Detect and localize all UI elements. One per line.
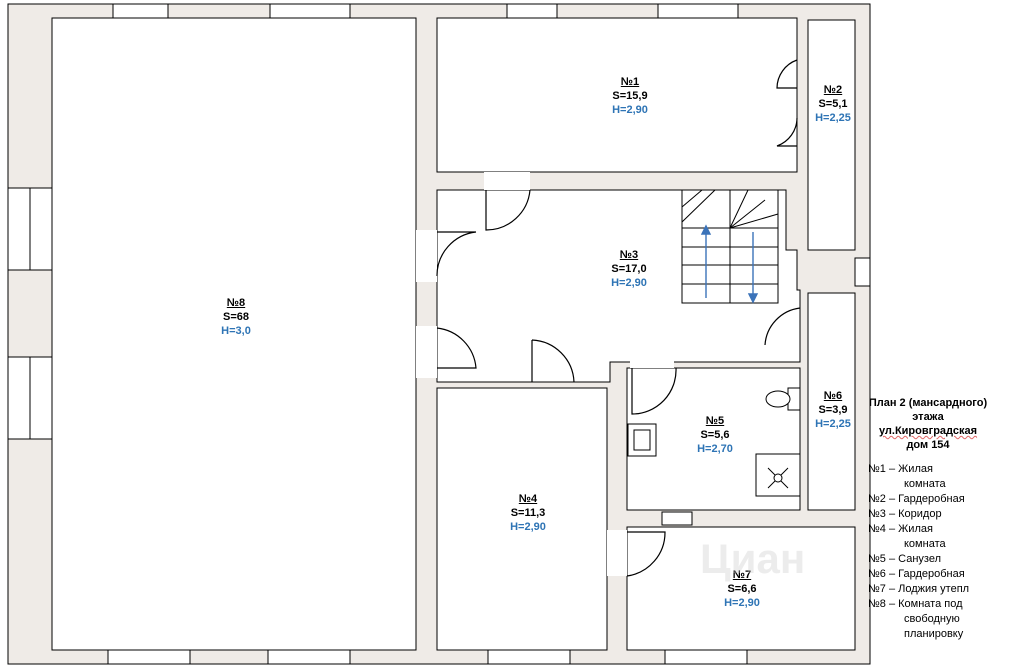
outer-wall [7,3,871,665]
legend-item: №7 – Лоджия утепл [868,582,1016,597]
room-number: №8 [226,297,246,309]
room-area: S=3,9 [818,404,848,416]
walls [7,3,871,665]
legend-item-line: №1 – Жилая [868,463,933,475]
legend-item-line: №2 – Гардеробная [868,493,965,505]
bathroom-fixtures [627,387,801,497]
legend-item-cont: комната [904,538,946,550]
legend-title-line: этажа [912,411,944,423]
room-area: S=11,3 [510,507,546,519]
room-height: H=2,90 [612,104,648,116]
room-label-5: №5 S=5,6 H=2,70 [675,414,755,456]
legend-item-line: №3 – Коридор [868,508,942,520]
room-number: №7 [732,569,752,581]
room-label-2: №2 S=5,1 H=2,25 [803,83,863,125]
window [664,649,748,665]
watermark: Циан [700,535,806,582]
room-height: H=2,90 [510,521,546,533]
room-number: №6 [823,390,843,402]
room-label-7: №7 S=6,6 H=2,90 [702,568,782,610]
legend-item-line: №6 – Гардеробная [868,568,965,580]
window [506,3,558,19]
legend-item: №2 – Гардеробная [868,492,1016,507]
window [269,3,351,19]
window [487,649,571,665]
room-height: H=3,0 [221,325,251,337]
legend-title-line: ул.Кировградская [878,425,978,437]
room-number: №1 [620,76,640,88]
legend-item-cont: свободную [904,613,960,625]
window [854,257,871,287]
legend: План 2 (мансардного) этажа ул.Кировградс… [868,396,1016,642]
room-area: S=15,9 [612,90,648,102]
room-height: H=2,25 [815,418,851,430]
room-height: H=2,25 [815,112,851,124]
room-height: H=2,70 [697,443,733,455]
legend-item: №3 – Коридор [868,507,1016,522]
room-label-6: №6 S=3,9 H=2,25 [803,389,863,431]
room-height: H=2,90 [611,277,647,289]
legend-title: План 2 (мансардного) этажа ул.Кировградс… [868,396,988,452]
doors [436,59,801,577]
room-number: №5 [705,415,725,427]
window [661,511,693,526]
legend-item: №6 – Гардеробная [868,567,1016,582]
window [657,3,739,19]
legend-item-cont: комната [904,478,946,490]
room-label-8: №8 S=68 H=3,0 [196,296,276,338]
room-label-4: №4 S=11,3 H=2,90 [488,492,568,534]
window [112,3,169,19]
room-number: №3 [619,249,639,261]
room-label-1: №1 S=15,9 H=2,90 [590,75,670,117]
legend-item-line: №8 – Комната под [868,598,963,610]
legend-item: №1 – Жилая комната [868,462,1016,492]
legend-item-line: №4 – Жилая [868,523,933,535]
legend-item: №4 – Жилая комната [868,522,1016,552]
legend-title-line: План 2 (мансардного) [868,397,988,409]
legend-item: №8 – Комната под свободную планировку [868,597,1016,642]
room-number: №4 [518,493,538,505]
room-label-3: №3 S=17,0 H=2,90 [589,248,669,290]
room-area: S=6,6 [727,583,757,595]
door-openings [416,172,674,576]
room-number: №2 [823,84,843,96]
legend-title-line: дом 154 [906,439,950,451]
legend-item: №5 – Санузел [868,552,1016,567]
window [107,649,191,665]
room-area: S=17,0 [611,263,647,275]
room-area: S=5,1 [818,98,848,110]
room-area: S=68 [223,311,249,323]
stair-arrows [700,224,759,304]
room-height: H=2,90 [724,597,760,609]
staircase [681,189,779,304]
room-area: S=5,6 [700,429,730,441]
legend-item-line: №5 – Санузел [868,553,941,565]
legend-item-line: №7 – Лоджия утепл [868,583,970,595]
legend-item-cont: планировку [904,628,964,640]
window [267,649,351,665]
